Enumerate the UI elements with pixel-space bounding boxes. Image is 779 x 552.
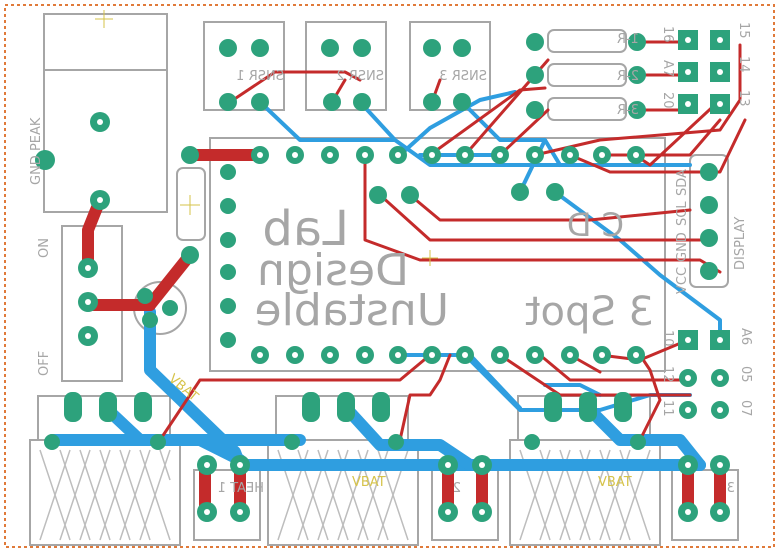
heater-connector-1 — [193, 469, 261, 541]
pin-label-16: 16 — [660, 26, 675, 43]
pin-label-12: 12 — [660, 366, 675, 383]
pin-label-20: 20 — [660, 92, 675, 109]
pin-label-13: 13 — [736, 90, 751, 107]
label-r3: 3-R — [617, 103, 639, 118]
pin-label-10: 10 — [660, 330, 675, 347]
silk-text-design: Design — [257, 245, 409, 296]
label-off: OFF — [37, 351, 52, 376]
heat-pad-3 — [509, 439, 661, 546]
sensor-2-outline — [305, 21, 387, 111]
label-heat-3: 3 — [727, 481, 735, 496]
vbat-label-2: VBAT — [352, 475, 386, 490]
arduino-side-pins — [220, 164, 236, 348]
label-r2: 2-R — [617, 69, 639, 84]
label-r1: 1-R — [617, 32, 639, 47]
power-jack-outline — [43, 13, 168, 213]
heat-pad-2 — [267, 439, 419, 546]
mirrored-silkscreen-text: Lab Design Unstable 3 Spot C D 1-R 2-R 3… — [218, 32, 735, 496]
pin-labels: 16 15 A7 14 20 13 10 A6 12 05 11 07 SDA … — [660, 22, 753, 417]
board-outline — [4, 4, 775, 548]
heater-connector-3 — [671, 469, 739, 541]
label-heat-1: HEAT 1 — [218, 481, 264, 496]
pin-label-05: 05 — [738, 366, 753, 383]
heat-pad-1 — [29, 439, 181, 546]
pin-label-a7: A7 — [660, 60, 675, 77]
pin-label-a6: A6 — [738, 328, 753, 345]
sensor-1-outline — [203, 21, 285, 111]
silk-text-3-spot: 3 Spot — [525, 289, 654, 335]
pin-label-15: 15 — [736, 22, 751, 39]
label-sensor-2: SNSR 2 — [336, 69, 384, 84]
label-sensor-1: SNSR 1 — [236, 69, 284, 84]
pin-label-07: 07 — [738, 400, 753, 417]
pin-label-gnd: GND — [675, 232, 690, 262]
silk-text-cd: C D — [567, 206, 624, 244]
origin-markers — [95, 10, 438, 266]
silk-text-lab: Lab — [262, 201, 349, 257]
pin-label-11: 11 — [660, 400, 675, 417]
top-copper-traces — [158, 40, 747, 442]
label-sensor-3: SNSR 3 — [439, 69, 487, 84]
heat-pad-hatching — [39, 449, 651, 541]
resistor-3-body — [547, 97, 627, 121]
pin-label-sda: SDA — [675, 169, 690, 196]
resistor-2-body — [547, 63, 627, 87]
vbat-label-3: VBAT — [598, 475, 632, 490]
pin-label-scl: SCL — [675, 201, 690, 226]
label-heat-2: 2 — [453, 481, 461, 496]
resistor-vertical-body — [176, 167, 206, 241]
arduino-top-pins — [251, 146, 645, 164]
resistor-1-body — [547, 29, 627, 53]
label-on: ON — [37, 238, 52, 258]
pin-label-14: 14 — [736, 56, 751, 73]
pin-label-vcc: VCC — [675, 267, 690, 294]
pad-holes — [85, 37, 723, 515]
silk-text-unstable: Unstable — [255, 285, 449, 336]
display-header-outline — [689, 154, 729, 288]
label-display: DISPLAY — [733, 217, 748, 270]
sensor-3-outline — [409, 21, 491, 111]
arduino-footprint — [209, 137, 666, 372]
label-gnd-peak: GND PEAK — [29, 117, 44, 185]
